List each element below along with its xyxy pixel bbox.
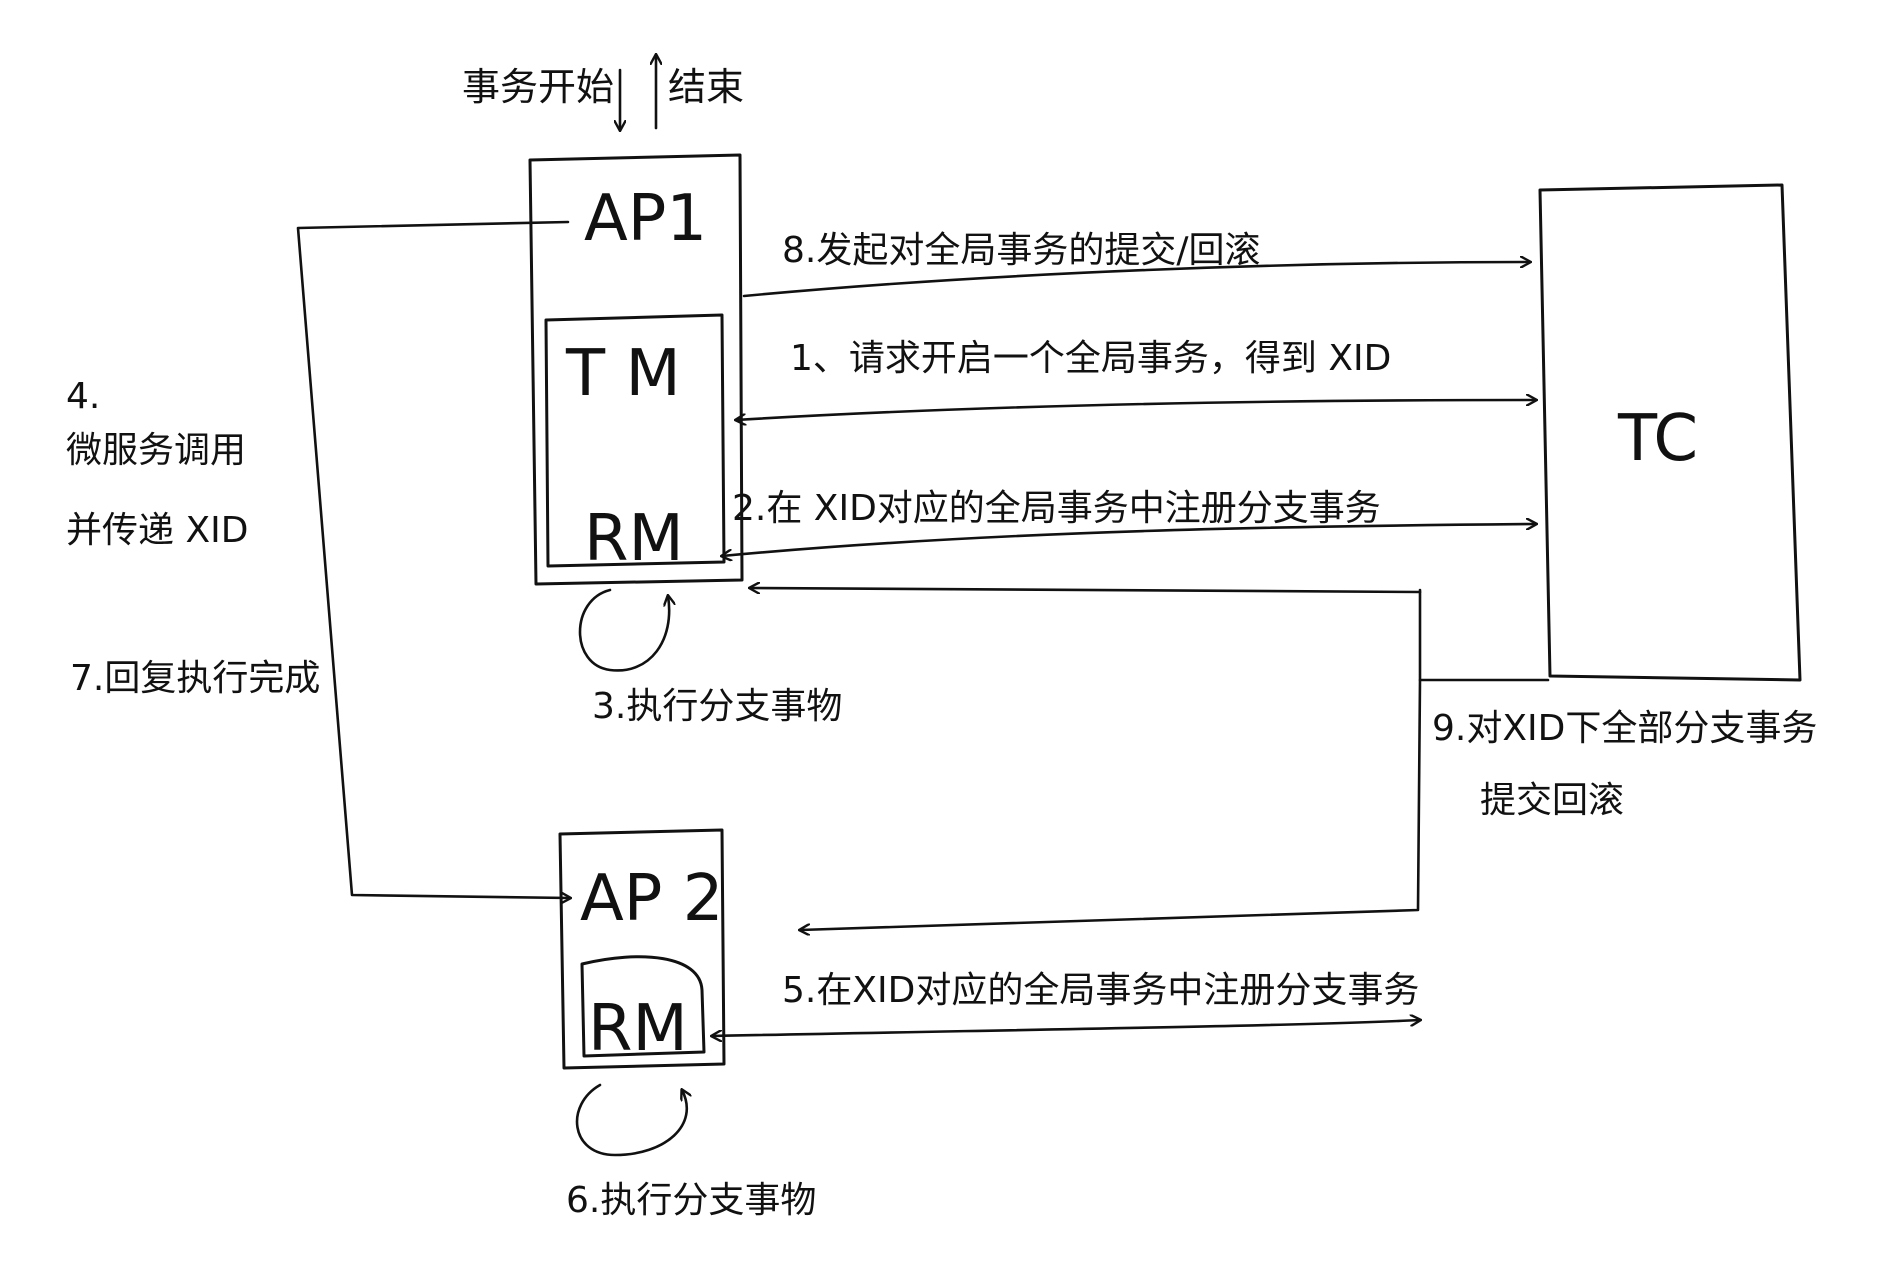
- rm2-box: [580, 955, 706, 1058]
- step7-label: 7.回复执行完成: [70, 658, 320, 699]
- tc-label: TC: [1617, 402, 1698, 476]
- step8-label: 8.发起对全局事务的提交/回滚: [782, 230, 1260, 271]
- step9-label-line1: 9.对XID下全部分支事务: [1432, 708, 1817, 749]
- step4-line: [296, 220, 570, 898]
- step9-to-ap2-arrow: [800, 678, 1422, 930]
- step8-arrow: [742, 262, 1530, 298]
- tm-label: T M: [565, 337, 681, 411]
- step9-line: [1418, 588, 1550, 682]
- step3-label: 3.执行分支事物: [592, 686, 842, 727]
- step9-label-line2: 提交回滚: [1480, 780, 1624, 821]
- end-label: 结束: [668, 65, 744, 109]
- step2-arrow: [722, 524, 1536, 556]
- step1-label: 1、请求开启一个全局事务，得到 XID: [790, 338, 1391, 379]
- step4-label-line1: 微服务调用: [66, 430, 246, 471]
- step6-label: 6.执行分支事物: [566, 1180, 816, 1221]
- ap2-label: AP 2: [580, 862, 723, 936]
- step2-label: 2.在 XID对应的全局事务中注册分支事务: [732, 488, 1381, 529]
- step9-to-rm1-arrow: [750, 588, 1422, 592]
- ap1-label: AP1: [584, 182, 707, 256]
- step5-arrow: [712, 1020, 1420, 1036]
- step4-number: 4.: [66, 376, 100, 417]
- step1-arrow: [736, 400, 1536, 420]
- rm2-self-loop: [575, 1083, 687, 1157]
- rm1-label: RM: [584, 502, 684, 576]
- rm1-self-loop: [578, 588, 669, 672]
- start-label: 事务开始: [462, 65, 614, 109]
- step5-label: 5.在XID对应的全局事务中注册分支事务: [782, 970, 1419, 1011]
- tc-box: [1538, 183, 1802, 682]
- rm2-label: RM: [588, 992, 688, 1066]
- ap2-box: [558, 828, 726, 1070]
- step4-label-line2: 并传递 XID: [66, 510, 248, 551]
- ap1-box: [528, 153, 744, 586]
